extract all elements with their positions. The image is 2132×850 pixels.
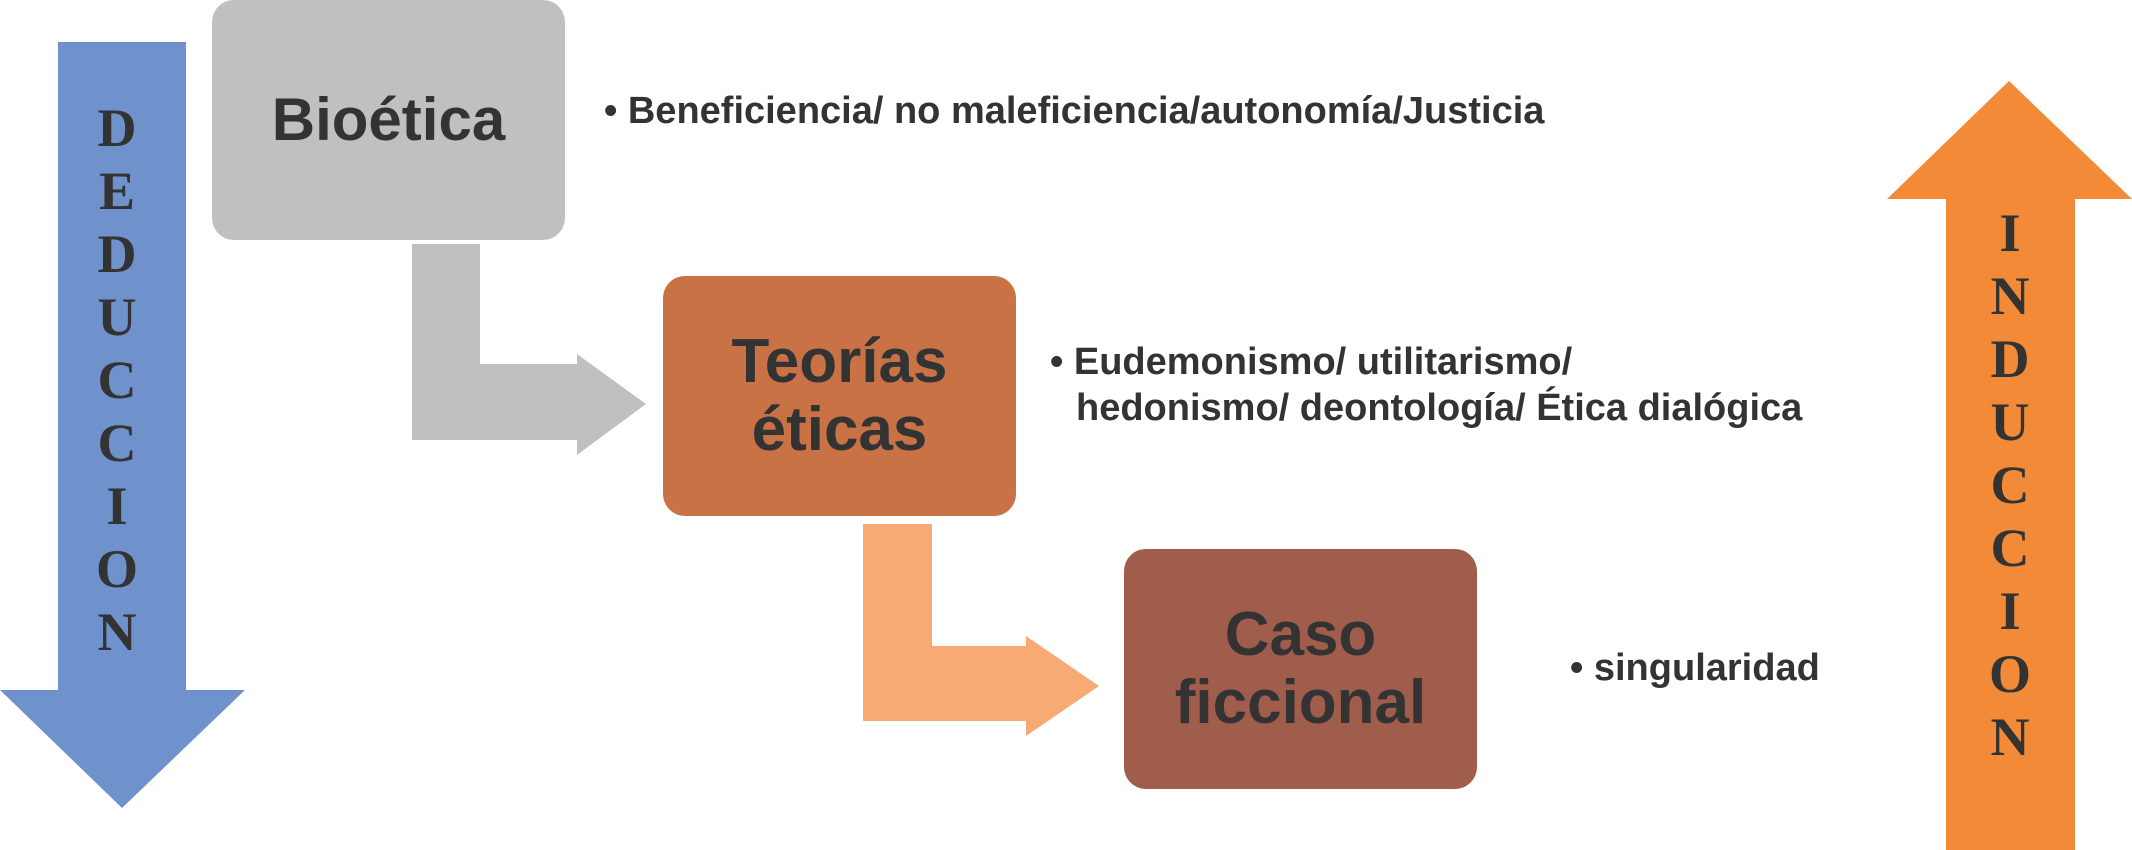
deduccion-label-letter-1: D bbox=[97, 98, 137, 158]
induccion-label-letter-8: O bbox=[1988, 644, 2031, 704]
node-teorias-title-line2: éticas bbox=[751, 395, 928, 464]
deduccion-label-letter-8: O bbox=[95, 539, 138, 599]
node-teorias-eticas: Teorías éticas bbox=[663, 276, 1016, 516]
description-bioetica-line1: • Beneficiencia/ no maleficiencia/autono… bbox=[604, 90, 1545, 132]
deduccion-label-letter-4: U bbox=[97, 287, 137, 347]
induccion-label-letter-5: C bbox=[1990, 455, 2030, 515]
induccion-label-letter-4: U bbox=[1990, 392, 2030, 452]
node-caso-ficcional: Caso ficcional bbox=[1124, 549, 1477, 789]
node-bioetica: Bioética bbox=[212, 0, 565, 240]
deduccion-label-letter-9: N bbox=[97, 602, 137, 662]
node-teorias-title-line1: Teorías bbox=[731, 326, 948, 396]
deduccion-label-letter-5: C bbox=[97, 350, 137, 410]
description-caso-line1: • singularidad bbox=[1570, 647, 1820, 689]
description-teorias: • Eudemonismo/ utilitarismo/ hedonismo/ … bbox=[1050, 339, 1802, 431]
induccion-label-letter-3: D bbox=[1990, 329, 2030, 389]
induccion-label-letter-2: N bbox=[1990, 266, 2030, 326]
induccion-label-letter-9: N bbox=[1990, 707, 2030, 767]
induccion-label-letter-1: I bbox=[1999, 203, 2021, 263]
deduccion-label-letter-6: C bbox=[97, 413, 137, 473]
induccion-arrow bbox=[1887, 81, 2132, 850]
description-bioetica: • Beneficiencia/ no maleficiencia/autono… bbox=[604, 88, 1544, 134]
connector-arrow-bioetica-teorias bbox=[412, 244, 646, 455]
node-caso-title-line2: ficcional bbox=[1174, 668, 1427, 737]
deduccion-arrow bbox=[0, 42, 245, 808]
node-bioetica-title: Bioética bbox=[271, 86, 506, 153]
deduccion-label-letter-2: E bbox=[98, 161, 136, 221]
induccion-label-letter-7: I bbox=[1999, 581, 2021, 641]
deduccion-label-letter-7: I bbox=[106, 476, 128, 536]
description-teorias-line2: hedonismo/ deontología/ Ética dialógica bbox=[1076, 387, 1803, 429]
deduccion-label-letter-3: D bbox=[97, 224, 137, 284]
description-teorias-line1: • Eudemonismo/ utilitarismo/ bbox=[1050, 341, 1573, 383]
node-caso-title-line1: Caso bbox=[1224, 599, 1377, 669]
description-caso: • singularidad bbox=[1570, 645, 1820, 691]
induccion-label-letter-6: C bbox=[1990, 518, 2030, 578]
connector-arrow-teorias-caso bbox=[863, 524, 1099, 736]
